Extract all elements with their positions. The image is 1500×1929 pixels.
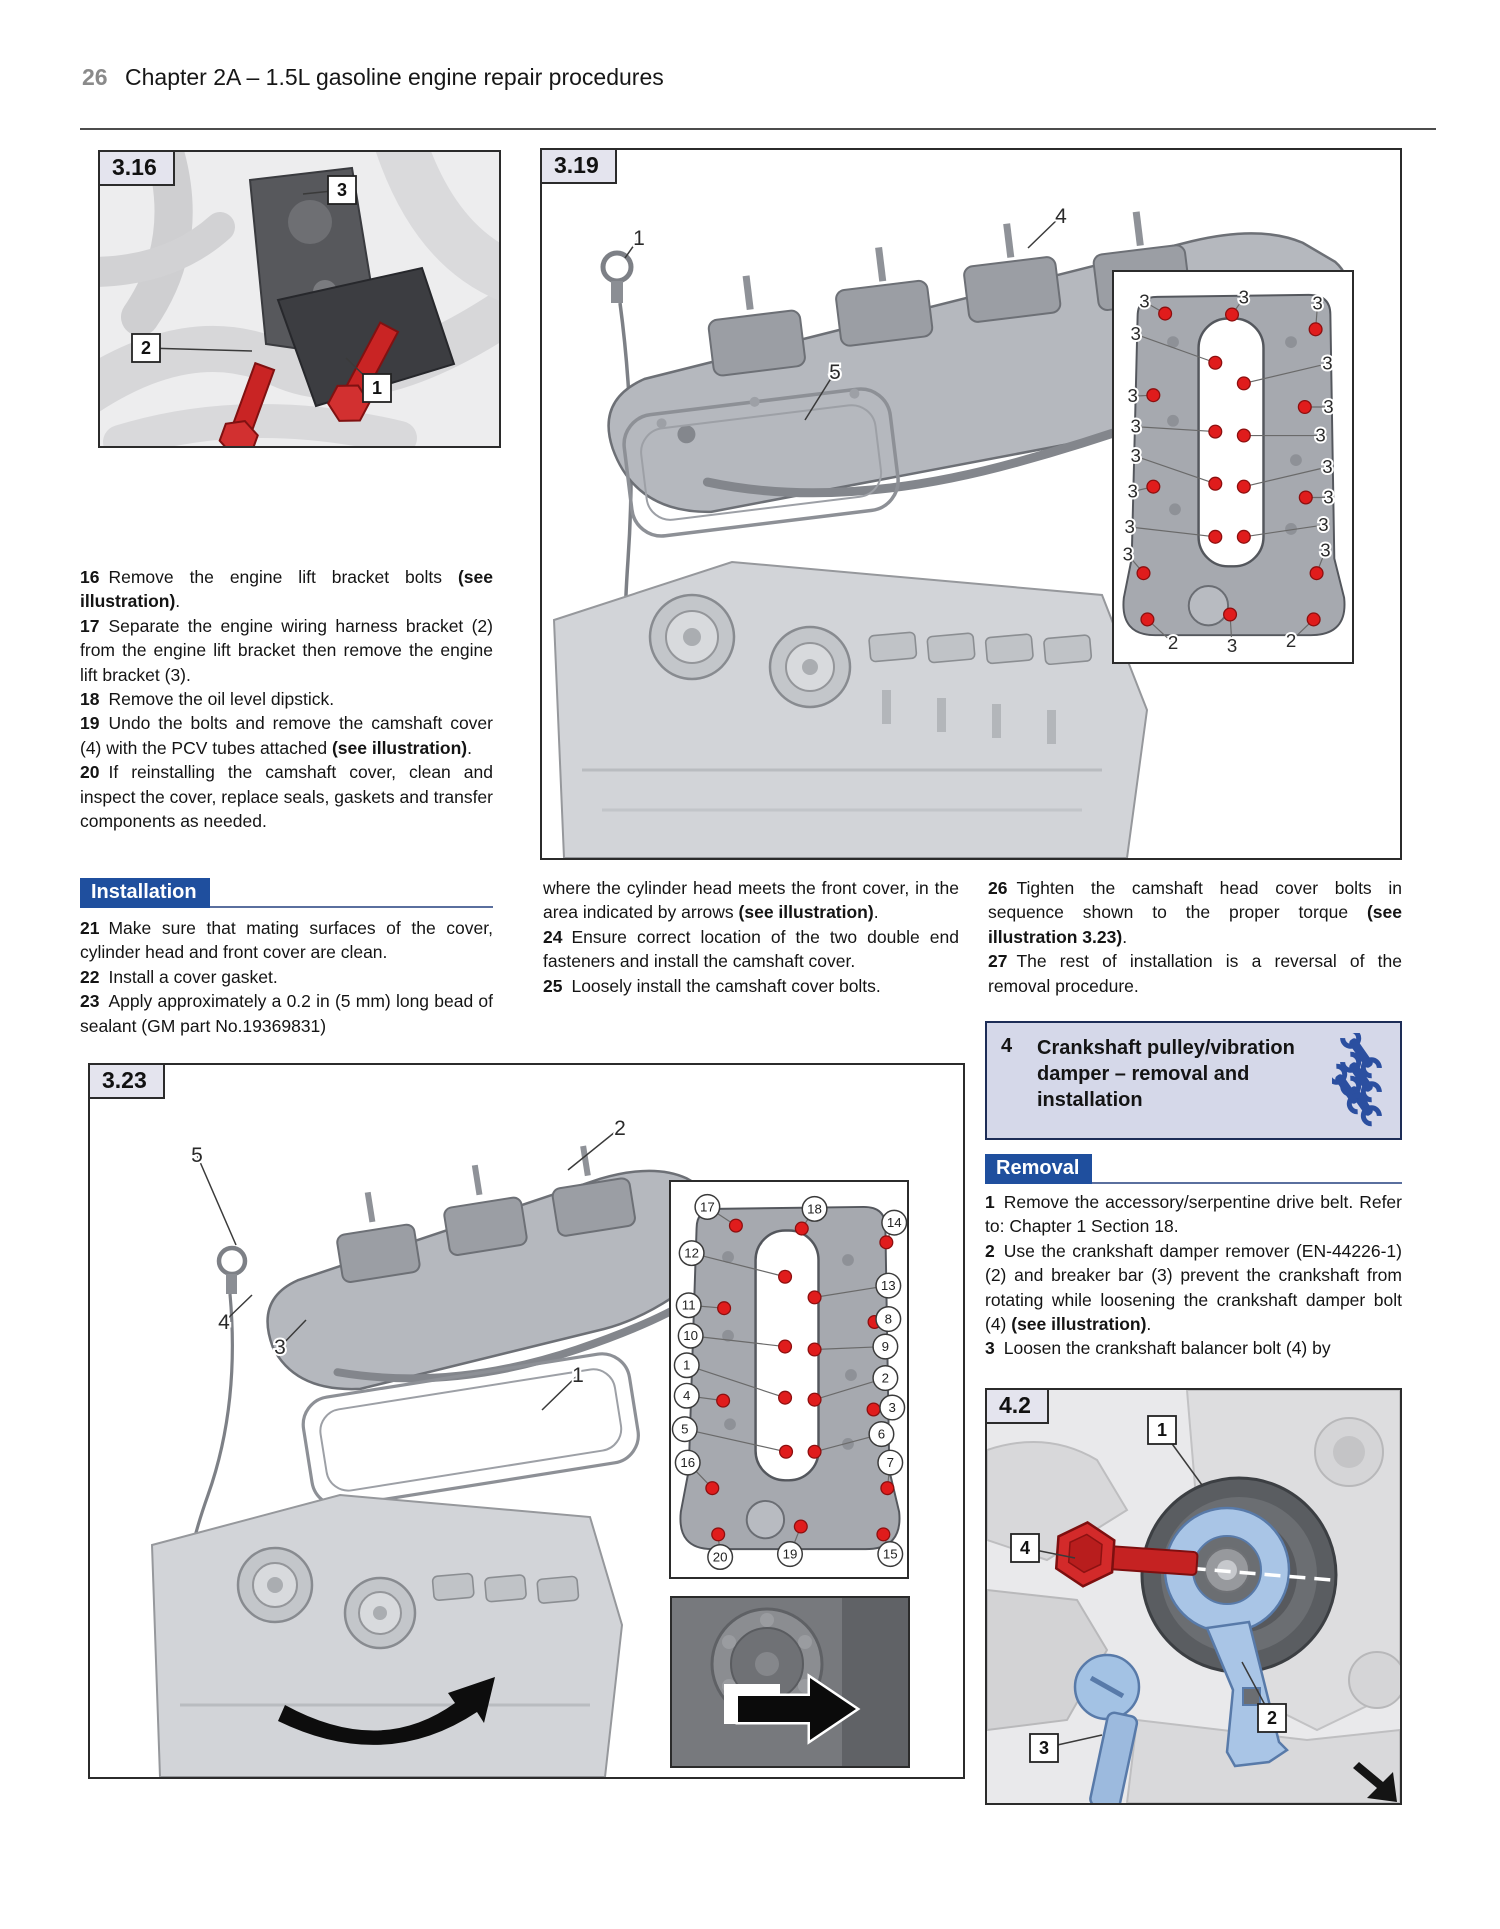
sealant-point-arrow-icon: [735, 1673, 861, 1745]
installation-heading-label: Installation: [80, 878, 210, 908]
crankshaft-pulley-illustration: [987, 1390, 1400, 1803]
four-wrenches-icon: [1332, 1033, 1382, 1127]
chapter-title: Chapter 2A – 1.5L gasoline engine repair…: [125, 64, 664, 90]
header-rule: [80, 128, 1436, 130]
cover-gasket-shape: [301, 1352, 640, 1508]
cover-top-view-shape: [679, 1205, 901, 1551]
heading-rule: [985, 1182, 1402, 1184]
section-title: Crankshaft pulley/vibration damper – rem…: [1037, 1037, 1295, 1111]
continuation-arrow-icon: [1353, 1762, 1397, 1802]
figure-label: 4.2: [985, 1388, 1049, 1424]
camshaft-cover-install-illustration: [150, 1145, 740, 1777]
sealant-location-arrow: [278, 1677, 495, 1745]
cylinder-head-illustration: [150, 1493, 624, 1777]
installation-heading: Installation: [80, 874, 493, 908]
page-number: 26: [82, 64, 108, 90]
removal-heading: Removal: [985, 1150, 1402, 1184]
cover-gasket-shape: [622, 387, 900, 538]
cover-top-view-shape: [1122, 293, 1346, 637]
engine-lift-bracket-illustration: [100, 152, 499, 446]
sealant-area-photo-inset: [670, 1596, 910, 1768]
section-4-heading-box: 4 Crankshaft pulley/vibration damper – r…: [985, 1021, 1402, 1140]
figure-label: 3.19: [540, 148, 617, 184]
cylinder-head-illustration: [552, 560, 1149, 858]
lift-bracket-bolt-2: [218, 361, 276, 446]
crankshaft-damper-bolt-shape: [1054, 1521, 1199, 1588]
breaker-bar-shape: [1073, 1653, 1141, 1803]
section-number: 4: [1001, 1035, 1013, 1057]
removal-heading-label: Removal: [985, 1154, 1093, 1184]
crank-area-photo: [672, 1598, 908, 1766]
heading-rule: [80, 906, 493, 908]
wiring-harness-bracket-shape: [276, 266, 456, 408]
steps-23cont-25: where the cylinder head meets the front …: [543, 878, 959, 996]
figure-label: 3.23: [88, 1063, 165, 1099]
figure-label: 3.16: [98, 150, 175, 186]
